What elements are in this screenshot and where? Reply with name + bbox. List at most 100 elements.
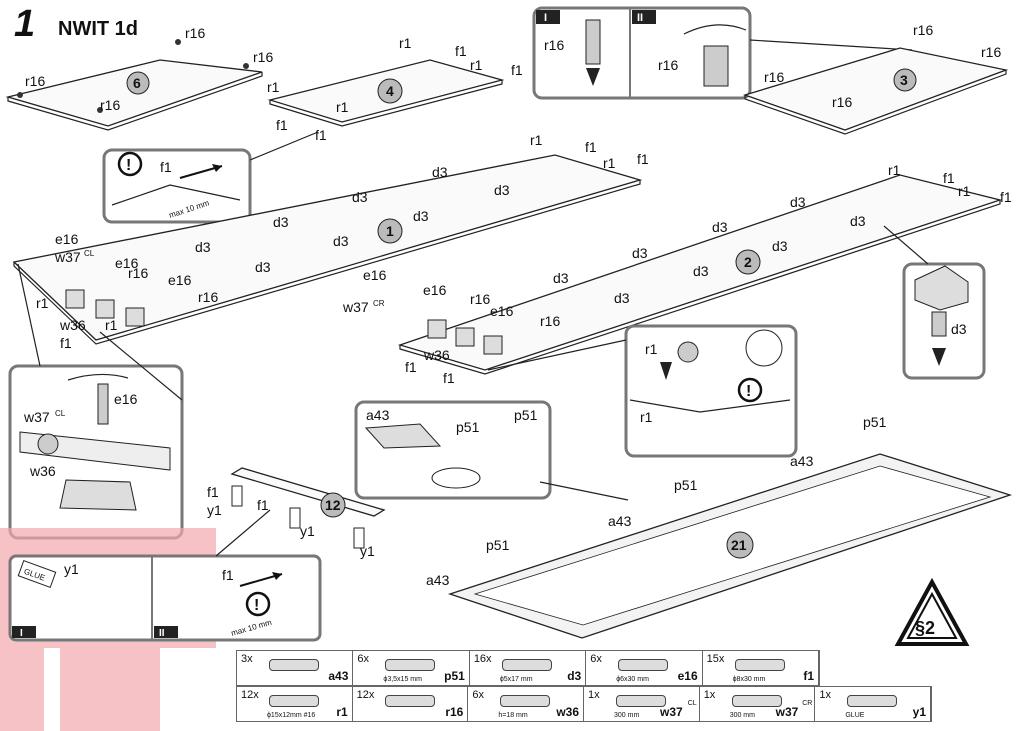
panel-21-number: 21 (731, 537, 747, 553)
section-2-warning-sign: §2 (894, 577, 970, 646)
part-qty: 16x (473, 653, 492, 665)
label-d3: d3 (195, 239, 211, 255)
label-cl: CL (55, 409, 66, 418)
w36-icon (500, 695, 551, 707)
label-p51: p51 (863, 414, 887, 430)
label-d3: d3 (850, 213, 866, 229)
label-a43: a43 (426, 572, 450, 588)
callout-cam-lock: r1 r1 ! (487, 324, 798, 458)
label-d3: d3 (772, 238, 788, 254)
label-f1: f1 (276, 117, 288, 133)
step-number: 1 (14, 3, 35, 45)
label-w36: w36 (423, 347, 450, 363)
a43-icon (269, 659, 319, 671)
label-a43: a43 (790, 453, 814, 469)
part-code: w37 (660, 705, 683, 719)
warning-icon: ! (746, 383, 751, 400)
part-qty: 12x (356, 689, 375, 701)
section-symbol: §2 (915, 618, 935, 638)
label-f1: f1 (315, 127, 327, 143)
panel-4: 4 r1 f1 r1 f1 r1 r1 f1 f1 (267, 35, 523, 143)
callout-dowel-insert: ! f1 max 10 mm (102, 131, 319, 224)
part-qty: 6x (357, 653, 370, 665)
label-r1: r1 (645, 341, 658, 357)
panel-2: 2 r1 f1 r1 f1 d3 d3 d3 d3 d3 d3 d3 d3 e1… (342, 162, 1012, 386)
label-f1: f1 (257, 497, 269, 513)
f1-icon (734, 659, 785, 671)
part-code: r16 (445, 705, 464, 719)
label-e16: e16 (168, 272, 192, 288)
label-r16: r16 (185, 25, 205, 41)
label-f1: f1 (443, 370, 455, 386)
part-qty: 12x (241, 689, 259, 701)
label-f1: f1 (637, 151, 649, 167)
part-cell-a43: 3x a43 (237, 651, 354, 685)
warning-icon: ! (254, 597, 259, 614)
part-spec: ϕ15x12mm #16 (267, 712, 316, 719)
part-cell-r16: 12x r16 (352, 687, 469, 721)
panel-3: 3 r16 r16 r16 r16 (742, 22, 1009, 135)
step-I-label: I (544, 12, 547, 24)
label-d3: d3 (632, 245, 648, 261)
callout-hinge-mount: a43 p51 p51 (354, 400, 629, 501)
label-r16: r16 (913, 22, 933, 38)
part-spec: 300 mm (729, 712, 755, 719)
y1-icon (847, 695, 898, 707)
label-r1: r1 (603, 155, 616, 171)
label-r16: r16 (981, 44, 1001, 60)
label-d3: d3 (432, 164, 448, 180)
label-r16: r16 (764, 69, 784, 85)
w37-icon (731, 695, 782, 707)
callout-wheel-fitting: e16 w37 CL w36 (8, 263, 184, 540)
part-qty: 1x (819, 689, 831, 701)
label-a43: a43 (366, 407, 390, 423)
label-f1: f1 (1000, 189, 1012, 205)
label-y1: y1 (207, 502, 222, 518)
part-code: a43 (328, 669, 349, 683)
panel-3-number: 3 (900, 72, 908, 88)
label-w37-cr: w37 (342, 299, 369, 315)
label-e16: e16 (55, 231, 79, 247)
label-d3: d3 (951, 321, 967, 337)
label-d3: d3 (614, 290, 630, 306)
label-e16: e16 (115, 255, 139, 271)
step-II-label: II (159, 628, 165, 639)
part-qty: 6x (472, 689, 484, 701)
label-r1: r1 (267, 79, 280, 95)
part-qty: 3x (241, 653, 253, 665)
panel-12-number: 12 (325, 497, 341, 513)
label-d3: d3 (413, 208, 429, 224)
label-e16: e16 (490, 303, 514, 319)
label-f1: f1 (160, 159, 172, 175)
part-code-sup: CR (802, 700, 813, 707)
label-f1: f1 (60, 335, 72, 351)
label-d3: d3 (273, 214, 289, 230)
label-f1: f1 (405, 359, 417, 375)
label-r16: r16 (253, 49, 273, 65)
part-code: p51 (444, 669, 465, 683)
label-p51: p51 (486, 537, 510, 553)
label-d3: d3 (333, 233, 349, 249)
label-r16: r16 (470, 291, 490, 307)
label-d3: d3 (712, 219, 728, 235)
callout-cam-insert: I II r16 r16 (532, 6, 913, 100)
part-qty: 1x (588, 689, 600, 701)
part-code: w37 (775, 705, 799, 719)
label-r16: r16 (198, 289, 218, 305)
label-p51: p51 (456, 419, 480, 435)
label-y1: y1 (300, 523, 315, 539)
label-y1: y1 (64, 561, 79, 577)
model-title: NWIT 1d (58, 18, 138, 40)
part-spec: 300 mm (614, 712, 640, 719)
label-d3: d3 (790, 194, 806, 210)
label-f1: f1 (585, 139, 597, 155)
e16-icon (618, 659, 669, 671)
